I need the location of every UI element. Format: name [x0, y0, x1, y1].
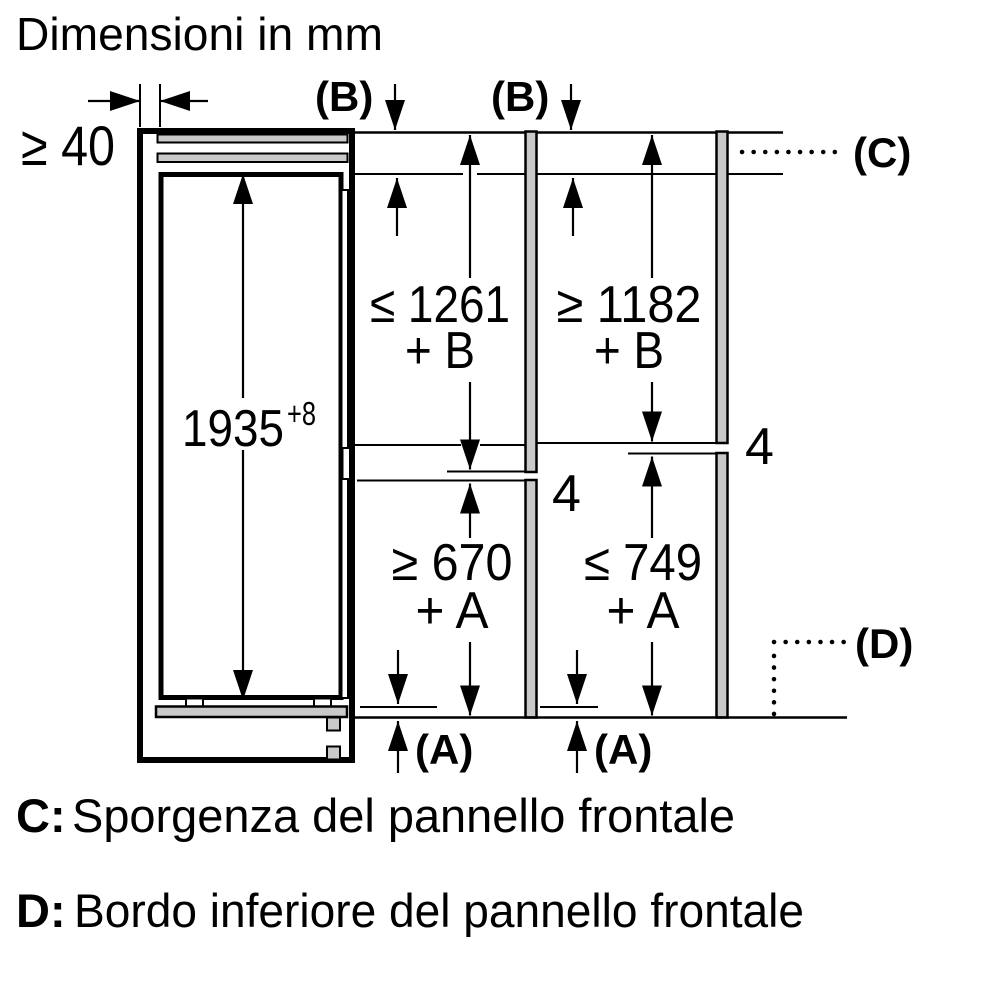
a-label-left: (A): [415, 726, 473, 773]
door-gap-label-left: 4: [552, 465, 581, 523]
legend-c-text: Sporgenza del pannello frontale: [72, 789, 735, 842]
mounting-block-upper: [326, 716, 341, 732]
diagram-title: Dimensioni in mm: [16, 8, 383, 60]
c-label: (C): [853, 129, 911, 176]
lower-panel-max-suffix: + A: [607, 582, 680, 640]
legend-d-text: Bordo inferiore del pannello frontale: [74, 884, 804, 937]
fridge-door-edge: [340, 189, 349, 449]
front-panel-left-lower: [524, 478, 538, 719]
a-label-right: (A): [594, 726, 652, 773]
vent-grille-inner: [156, 152, 349, 163]
front-panel-right-upper: [715, 130, 729, 445]
legend-d-key: D:: [16, 884, 66, 937]
upper-panel-max-suffix: + B: [405, 322, 475, 380]
lower-panel-min-suffix: + A: [416, 582, 489, 640]
base-panel: [154, 705, 349, 719]
vent-grille-outer: [156, 133, 349, 144]
upper-panel-max-value: ≤ 1261: [370, 276, 510, 334]
lower-panel-max-value: ≤ 749: [584, 534, 702, 592]
front-panel-right-lower: [715, 451, 729, 719]
niche-height-tolerance: +8: [287, 395, 316, 432]
upper-panel-min-value: ≥ 1182: [557, 276, 702, 334]
front-panel-left-upper: [524, 130, 538, 474]
b-label-left: (B): [315, 73, 373, 120]
mounting-block-lower: [326, 745, 341, 761]
d-label: (D): [855, 620, 913, 667]
lower-panel-min-value: ≥ 670: [392, 534, 513, 592]
appliance-outline: [158, 172, 344, 700]
top-clearance-label: ≥ 40: [21, 114, 115, 177]
legend-c-key: C:: [16, 789, 66, 842]
upper-panel-min-suffix: + B: [594, 322, 664, 380]
niche-height-label: 1935: [182, 400, 284, 458]
door-gap-label-right: 4: [745, 418, 774, 476]
b-label-right: (B): [491, 73, 549, 120]
freezer-door-edge: [340, 478, 349, 699]
